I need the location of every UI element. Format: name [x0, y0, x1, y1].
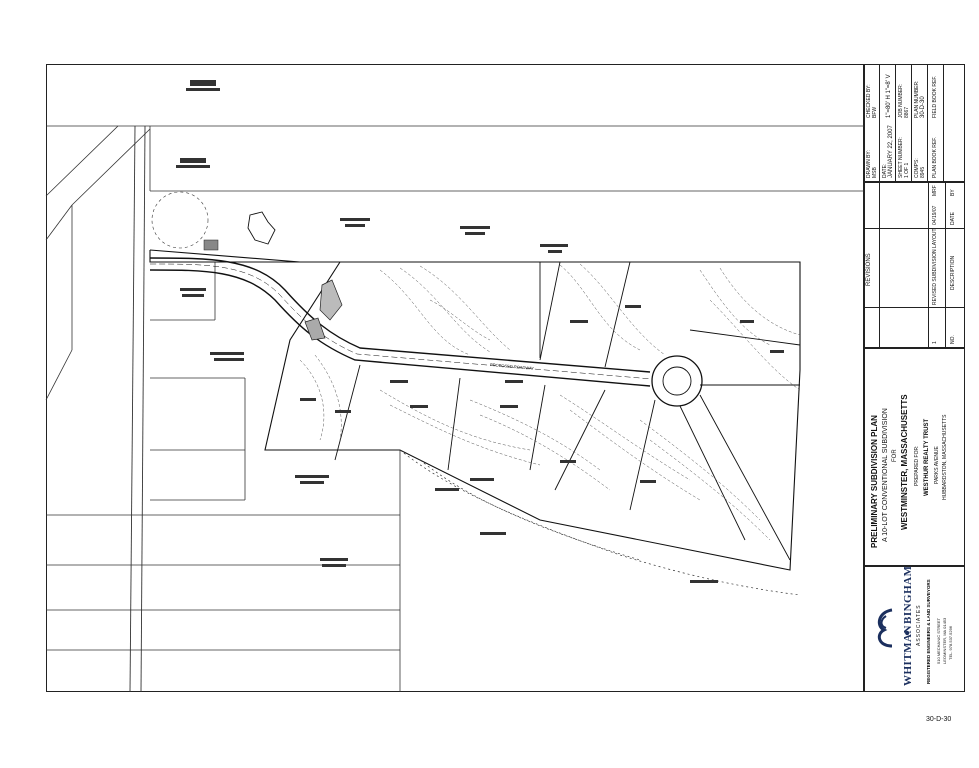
firm-phone: TEL. 978.537.5296	[948, 625, 953, 660]
revision-1-by: MRF	[932, 185, 938, 196]
scale-value: 1"=80' H 1"=8' V	[886, 74, 892, 118]
lot-lines	[334, 261, 801, 561]
proposed-roadway	[149, 257, 703, 407]
well-radius	[151, 191, 209, 249]
revisions-row-1	[928, 182, 946, 348]
drawn-by-value: MSB	[872, 167, 878, 178]
plan-number-value: 30-D-30	[920, 96, 926, 118]
sheet-number-footer: 30-D-30	[926, 716, 952, 723]
info-divider-3	[896, 64, 912, 182]
info-section	[864, 64, 965, 182]
revisions-col-by: BY	[950, 189, 956, 196]
revisions-header-cell	[864, 182, 880, 348]
revisions-col-no: NO.	[950, 335, 956, 344]
revision-1-number: 1	[932, 341, 938, 344]
comps-value: 8945	[920, 166, 926, 178]
info-divider-2	[880, 64, 896, 182]
map-label-blocks	[176, 80, 784, 583]
sheet-value: 1 OF 1	[904, 162, 910, 178]
revisions-col-description: DESCRIPTION	[950, 255, 956, 290]
drawing-sheet-border	[46, 64, 864, 692]
client-address-2: HUBBARDSTON, MASSACHUSETTS	[942, 414, 948, 500]
firm-ampersand-icon: ●	[902, 629, 913, 636]
subdivision-boundary	[149, 249, 801, 571]
date-value: JANUARY 22, 2007	[888, 125, 894, 178]
firm-address-1: 510 MECHANIC STREET	[936, 617, 941, 664]
client-name: WESTHUR REALTY TRUST	[924, 418, 930, 496]
firm-address-2: LEOMINSTER, MA 01453	[942, 617, 947, 664]
topographic-contours	[299, 263, 801, 541]
revision-1-date: 04/19/07	[932, 205, 938, 225]
revisions-section	[864, 182, 965, 348]
abutting-parcels	[46, 125, 864, 692]
wetland-buffer	[399, 449, 801, 596]
plan-for-label: FOR	[892, 449, 898, 462]
revisions-col-date: DATE	[950, 212, 956, 225]
plan-book-label: PLAN BOOK REF.	[932, 136, 938, 178]
firm-tagline: REGISTERED ENGINEERS & LAND SURVEYORS	[926, 579, 931, 684]
project-title-section	[864, 348, 965, 566]
plan-subtitle: A 10-LOT CONVENTIONAL SUBDIVISION	[882, 408, 889, 542]
revisions-header: REVISIONS	[866, 253, 872, 286]
info-divider-5	[928, 64, 944, 182]
plan-location: WESTMINSTER, MASSACHUSETTS	[900, 394, 909, 530]
info-divider-1	[864, 64, 880, 182]
main-street	[129, 125, 146, 693]
roadway-label: PROPOSED ROADWAY	[490, 362, 535, 371]
revisions-col-rule	[864, 228, 965, 308]
job-value: 8867	[904, 106, 910, 118]
info-divider-4	[912, 64, 928, 182]
firm-logo-icon	[877, 608, 893, 648]
checked-by-value: BFW	[872, 106, 878, 118]
revision-1-description: REVISED SUBDIVISION LAYOUT	[932, 228, 938, 305]
existing-house	[247, 211, 276, 245]
firm-associates: ASSOCIATES	[916, 604, 922, 646]
wetland-hatch	[304, 279, 343, 341]
firm-section	[864, 566, 965, 692]
client-address-1: PARKS AVENUE	[934, 446, 940, 484]
plan-title: PRELIMINARY SUBDIVISION PLAN	[870, 415, 879, 548]
firm-name-right: BINGHAM	[902, 565, 914, 625]
hatched-parcel	[203, 239, 219, 251]
prepared-for-label: PREPARED FOR:	[914, 445, 920, 486]
adjacent-street	[45, 125, 151, 401]
field-book-label: FIELD BOOK REF.	[932, 75, 938, 118]
